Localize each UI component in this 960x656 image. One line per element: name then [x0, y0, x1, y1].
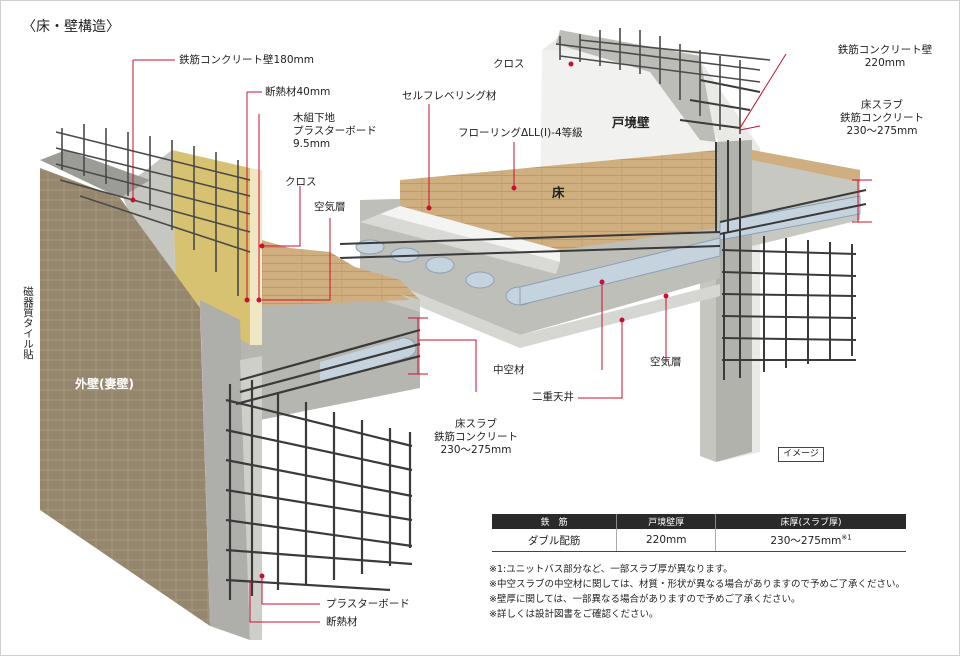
header-slab-thickness: 床厚(スラブ厚) [715, 514, 906, 529]
slab-thickness-note: ※1 [841, 533, 852, 541]
label-cloth-left: クロス [285, 176, 317, 188]
label-self-leveling: セルフレベリング材 [402, 90, 497, 102]
label-wall-180: 鉄筋コンクリート壁180mm [179, 54, 314, 66]
cell-slab-thickness: 230～275mm※1 [715, 529, 906, 552]
rebar-cage-left [225, 328, 421, 600]
spec-table-header: 鉄 筋 戸境壁厚 床厚(スラブ厚) [492, 514, 906, 529]
label-hollow: 中空材 [493, 364, 525, 376]
diagram-title: 〈床・壁構造〉 [22, 19, 120, 35]
header-rebar: 鉄 筋 [492, 514, 617, 529]
label-slab-right-1: 床スラブ [861, 99, 903, 111]
label-slab-left-3: 230～275mm [440, 444, 512, 456]
header-wall-thickness: 戸境壁厚 [616, 514, 716, 529]
party-wall-assembly [339, 28, 867, 462]
leader-lines [130, 53, 872, 623]
label-exterior-wall: 外壁(妻壁) [75, 377, 134, 391]
tile-label: 磁器質タイル貼 [22, 286, 34, 360]
label-cloth-top: クロス [493, 58, 525, 70]
slab-thickness-value: 230～275mm [770, 534, 842, 547]
label-slab-right-2: 鉄筋コンクリート [840, 112, 924, 124]
exterior-wall-section [200, 300, 250, 640]
note-2: ※中空スラブの中空材に関しては、材質・形状が異なる場合がありますので予めご了承く… [489, 579, 905, 590]
double-ceiling [360, 270, 720, 348]
self-leveling-layer [380, 206, 560, 262]
label-wood-frame-1: 木組下地 [293, 112, 335, 124]
label-floor: 床 [552, 185, 565, 200]
note-4: ※詳しくは設計図書をご確認ください。 [489, 609, 659, 620]
note-3: ※壁厚に関しては、一部異なる場合がありますので予めご了承ください。 [489, 594, 801, 605]
rebar-top-wall [555, 28, 771, 134]
label-slab-left-2: 鉄筋コンクリート [434, 431, 518, 443]
note-1: ※1:ユニットバス部分など、一部スラブ厚が異なります。 [489, 564, 733, 575]
label-flooring: フローリングΔLL(Ⅰ)-4等級 [458, 127, 583, 139]
label-double-ceiling: 二重天井 [532, 391, 574, 403]
image-tag: イメージ [778, 447, 824, 462]
tile-exterior-wall [40, 168, 210, 626]
label-air-right: 空気層 [650, 356, 682, 368]
label-wall-220-2: 220mm [864, 57, 906, 69]
label-wall-220-1: 鉄筋コンクリート壁 [837, 44, 933, 56]
label-slab-right-3: 230～275mm [846, 125, 918, 137]
label-wood-frame-3: 9.5mm [293, 138, 331, 150]
cell-wall-thickness: 220mm [616, 529, 716, 552]
label-wood-frame-2: プラスターボード [293, 125, 377, 137]
label-party-wall: 戸境壁 [612, 115, 650, 130]
cell-rebar: ダブル配筋 [492, 529, 617, 552]
label-plasterboard: プラスターボード [326, 598, 410, 610]
notes: ※1:ユニットバス部分など、一部スラブ厚が異なります。 ※中空スラブの中空材に関… [489, 562, 905, 622]
party-wall-section [716, 140, 752, 462]
label-air-left: 空気層 [314, 201, 346, 213]
exterior-wall-assembly [40, 124, 421, 640]
label-insulation: 断熱材 [326, 616, 358, 628]
flooring-top [400, 150, 718, 250]
rebar-top-left [55, 124, 251, 296]
label-slab-left-1: 床スラブ [455, 418, 497, 430]
table-row: ダブル配筋 220mm 230～275mm※1 [492, 529, 906, 552]
hollow-tubes [355, 195, 861, 306]
spec-table: 鉄 筋 戸境壁厚 床厚(スラブ厚) ダブル配筋 220mm 230～275mm※… [492, 514, 906, 552]
label-insulation-40: 断熱材40mm [265, 86, 331, 98]
